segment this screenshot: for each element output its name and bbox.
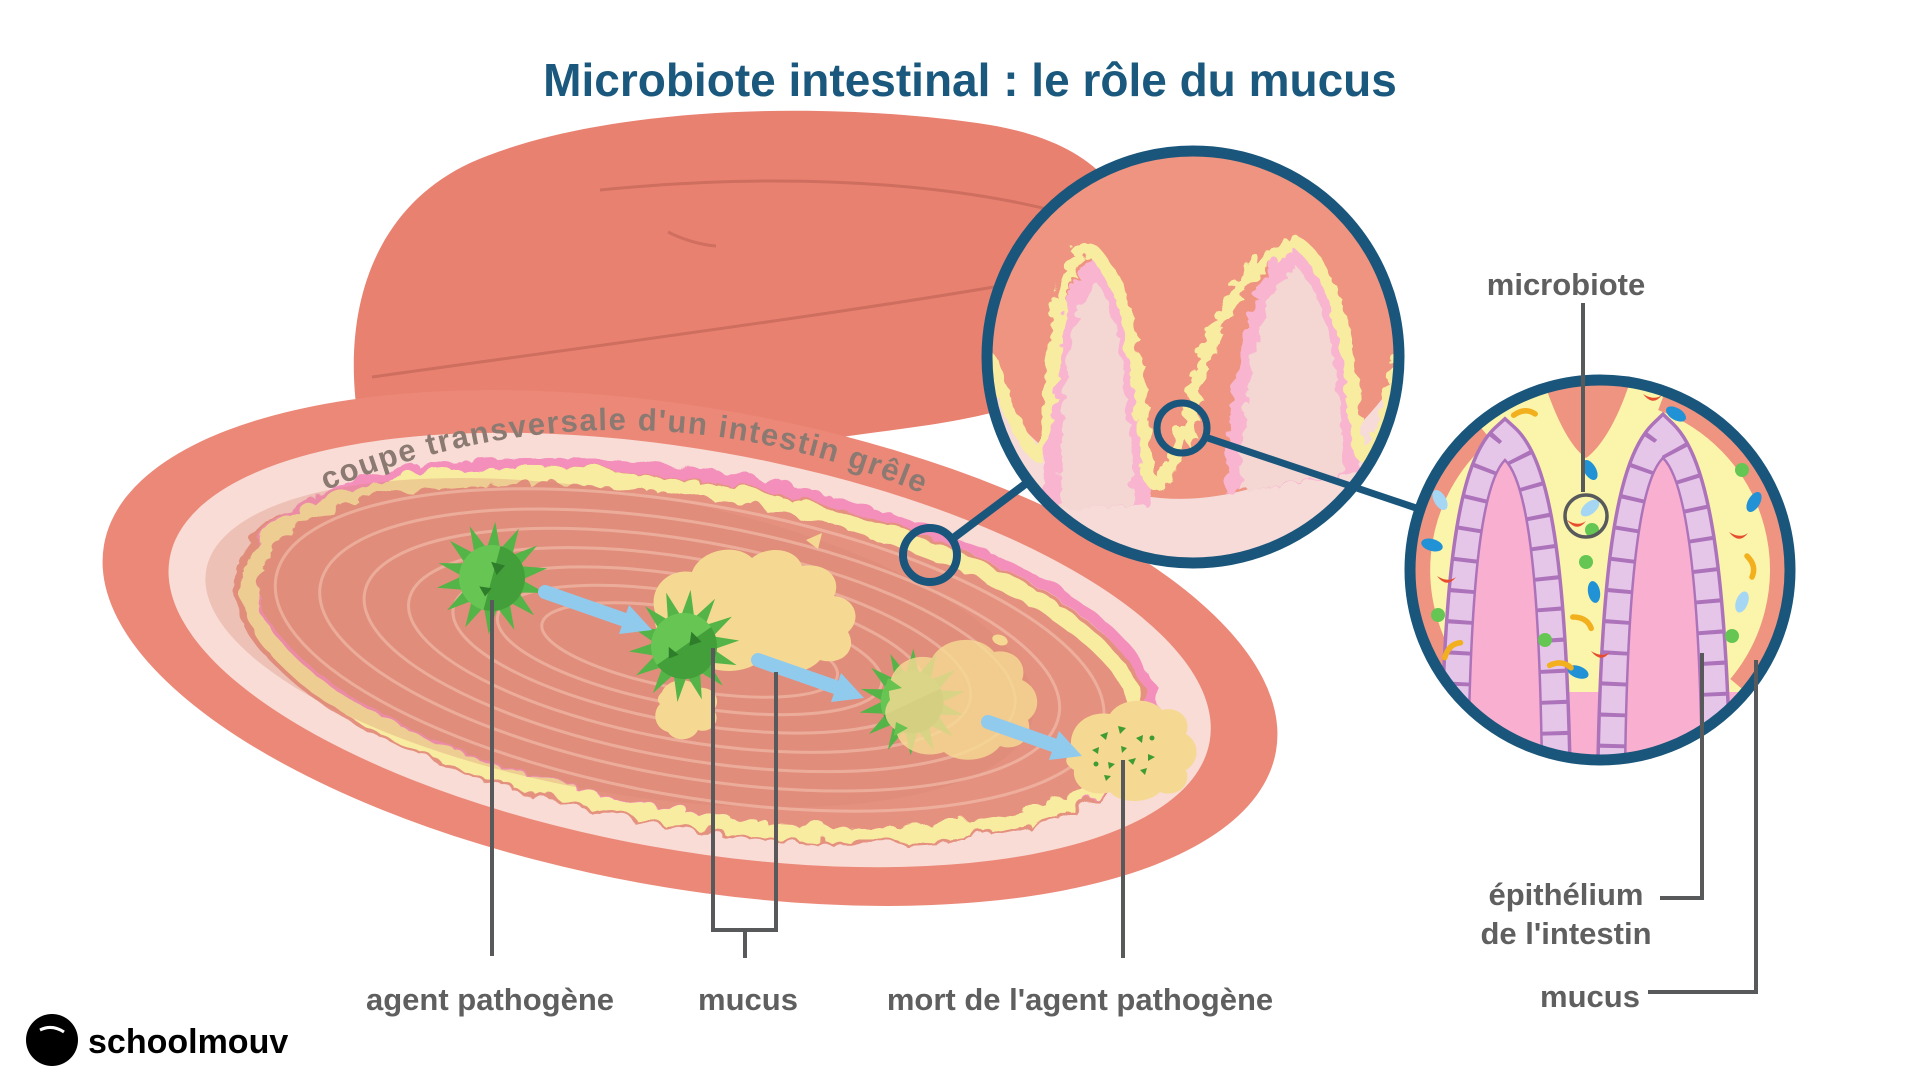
pointer-lines xyxy=(490,303,1758,994)
pointer-line-epithelium xyxy=(1660,653,1704,900)
villus-core xyxy=(1466,458,1544,760)
villus-with-epithelium xyxy=(1596,411,1732,760)
flow-arrows xyxy=(538,585,1082,760)
pointer-line-mucus xyxy=(711,648,778,958)
inset2-border-circle xyxy=(1404,374,1796,766)
microbiota-magnifier-ring xyxy=(1563,493,1609,539)
epithelium-cells xyxy=(1442,421,1569,760)
inset1-mucosa-base xyxy=(987,370,1399,563)
label-pathogen: agent pathogène xyxy=(366,982,614,1017)
flow-arrow-1 xyxy=(538,585,652,634)
logo-icon-mark xyxy=(39,1025,65,1034)
mucus-blob-small xyxy=(655,680,718,740)
inset1-border-circle xyxy=(981,145,1405,569)
pointer-line-mucus-right xyxy=(1648,660,1758,994)
villus-core xyxy=(1238,262,1340,488)
label-epithelium-line1: épithélium xyxy=(1488,877,1643,912)
bacterium xyxy=(1735,463,1749,477)
bacterium xyxy=(1431,608,1445,622)
intestine-upper-lobe xyxy=(353,110,1139,480)
label-pathogen-death: mort de l'agent pathogène xyxy=(887,982,1273,1017)
magnifier-ring-wall xyxy=(899,524,961,586)
pathogen-stage-1 xyxy=(427,514,557,642)
page-title: Microbiote intestinal : le rôle du mucus xyxy=(543,54,1397,106)
label-microbiota: microbiote xyxy=(1487,267,1645,302)
label-mucus-right: mucus xyxy=(1540,979,1640,1014)
pathogen-stage-2 xyxy=(612,575,756,717)
villus-with-epithelium xyxy=(1439,416,1572,760)
villus-core xyxy=(1056,278,1130,505)
inset-microbiota xyxy=(1404,374,1796,766)
label-mucus: mucus xyxy=(698,982,798,1017)
villus-core xyxy=(1623,456,1704,760)
logo-text: schoolmouv xyxy=(88,1023,288,1061)
inset-villi-mucus xyxy=(981,145,1405,569)
magnifier-connectors xyxy=(899,399,1421,586)
inset2-lumen-right xyxy=(1658,383,1790,697)
inset2-lumen-left xyxy=(1410,418,1492,697)
flow-arrow-3 xyxy=(981,715,1082,760)
epithelium-cells xyxy=(1599,416,1729,760)
magnifier-ring-inset1 xyxy=(1153,399,1211,457)
intestine-fold-crease xyxy=(667,230,717,248)
connector-line-2 xyxy=(1203,433,1421,513)
bacterium xyxy=(1579,555,1593,569)
inset2-lumen-wedge xyxy=(1544,380,1630,458)
mucus-blob-stage4 xyxy=(1066,700,1197,801)
logo: schoolmouv xyxy=(26,1014,288,1066)
bacterium xyxy=(1538,633,1552,647)
connector-line-1 xyxy=(949,478,1031,543)
pathogen-stage-4 xyxy=(1066,700,1197,801)
bacterium xyxy=(1725,629,1739,643)
pathogen-fragments xyxy=(1092,726,1155,781)
logo-icon xyxy=(26,1014,78,1066)
flow-arrow-2 xyxy=(751,653,864,702)
label-epithelium-line2: de l'intestin xyxy=(1481,916,1652,951)
